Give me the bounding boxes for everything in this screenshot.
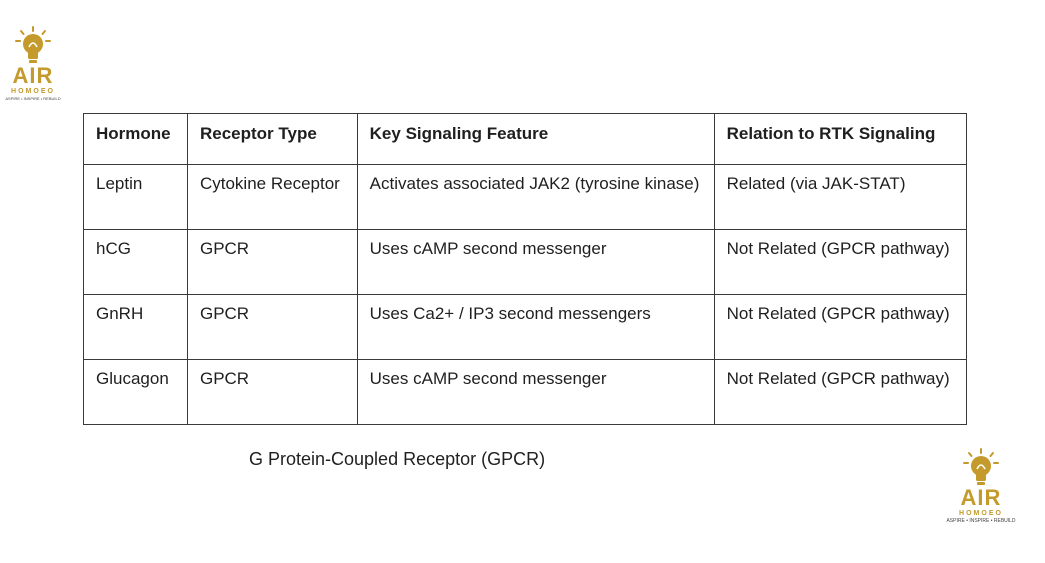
cell-signaling-feature: Uses cAMP second messenger (356, 359, 715, 425)
logo-wordmark: AIR (960, 485, 1002, 510)
cell-rtk-relation: Not Related (GPCR pathway) (713, 359, 968, 425)
cell-signaling-feature: Activates associated JAK2 (tyrosine kina… (356, 164, 715, 230)
lightbulb-icon (15, 26, 51, 63)
cell-rtk-relation: Not Related (GPCR pathway) (713, 229, 968, 295)
table-row: Glucagon GPCR Uses cAMP second messenger… (83, 359, 968, 425)
lightbulb-icon (963, 448, 999, 485)
table-row: GnRH GPCR Uses Ca2+ / IP3 second messeng… (83, 294, 968, 360)
cell-signaling-feature: Uses Ca2+ / IP3 second messengers (356, 294, 715, 360)
logo-subtitle: HOMOEO (959, 510, 1003, 517)
cell-hormone: GnRH (83, 294, 188, 360)
cell-hormone: hCG (83, 229, 188, 295)
logo-tagline: ASPIRE • INSPIRE • REBUILD (946, 518, 1016, 524)
cell-receptor-type: GPCR (186, 359, 358, 425)
table-header-row: Hormone Receptor Type Key Signaling Feat… (83, 113, 968, 165)
cell-receptor-type: Cytokine Receptor (186, 164, 358, 230)
table-row: Leptin Cytokine Receptor Activates assoc… (83, 164, 968, 230)
header-hormone: Hormone (83, 113, 188, 165)
header-receptor-type: Receptor Type (186, 113, 358, 165)
cell-hormone: Glucagon (83, 359, 188, 425)
hormone-receptor-table: Hormone Receptor Type Key Signaling Feat… (83, 113, 968, 425)
cell-signaling-feature: Uses cAMP second messenger (356, 229, 715, 295)
cell-receptor-type: GPCR (186, 229, 358, 295)
logo-wordmark: AIR (12, 63, 54, 88)
table-row: hCG GPCR Uses cAMP second messenger Not … (83, 229, 968, 295)
cell-receptor-type: GPCR (186, 294, 358, 360)
brand-logo-bottom: AIR HOMOEO ASPIRE • INSPIRE • REBUILD (946, 448, 1016, 524)
caption-text: G Protein-Coupled Receptor (GPCR) (249, 449, 546, 469)
header-relation-to-rtk: Relation to RTK Signaling (713, 113, 968, 165)
cell-rtk-relation: Not Related (GPCR pathway) (713, 294, 968, 360)
logo-tagline: ASPIRE • INSPIRE • REBUILD (5, 96, 61, 101)
brand-logo-top: AIR HOMOEO ASPIRE • INSPIRE • REBUILD (2, 26, 64, 101)
logo-subtitle: HOMOEO (11, 88, 55, 95)
cell-rtk-relation: Related (via JAK-STAT) (713, 164, 968, 230)
header-key-signaling-feature: Key Signaling Feature (356, 113, 715, 165)
cell-hormone: Leptin (83, 164, 188, 230)
